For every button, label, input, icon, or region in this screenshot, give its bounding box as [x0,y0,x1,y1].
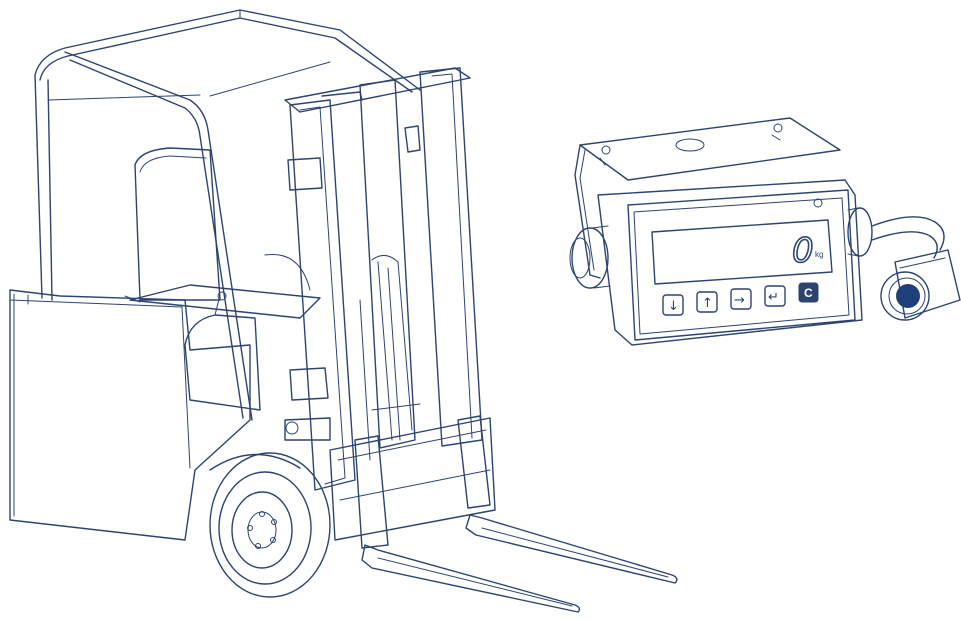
key-up-icon: ↑ [702,296,713,311]
load-sensor [880,249,961,321]
forklift-cab-frame [34,9,421,421]
forklift-forks [361,514,678,613]
key-up-button[interactable]: ↑ [696,291,718,313]
indicator-bracket [574,117,841,279]
indicator-left-knob [569,225,611,289]
key-enter-button[interactable]: ↵ [764,285,786,307]
forklift-carriage [329,415,496,549]
sensor-lens-icon [896,284,920,308]
key-right-icon: → [734,293,745,308]
forklift-front-wheel [209,452,331,598]
key-clear-button[interactable]: C [798,282,819,303]
forklift-body [9,289,251,541]
key-right-button[interactable]: → [730,288,752,310]
indicator-cable [871,216,945,259]
indicator-housing [597,179,863,346]
display-unit: kg [815,250,823,259]
key-down-button[interactable]: ↓ [662,294,684,316]
forklift [9,9,678,613]
display-value: 0 [792,231,814,271]
key-clear-label: C [804,286,813,300]
indicator-display: 0 kg [651,219,833,285]
key-enter-icon: ↵ [768,290,779,305]
forklift-mast [284,67,483,491]
forklift-dash [184,253,331,441]
forklift-seat [124,147,321,319]
indicator-keypad: ↓ ↑ → ↵ C [662,282,819,316]
weighing-indicator: 0 kg ↓ ↑ → ↵ C [569,117,945,346]
key-down-icon: ↓ [668,299,679,314]
